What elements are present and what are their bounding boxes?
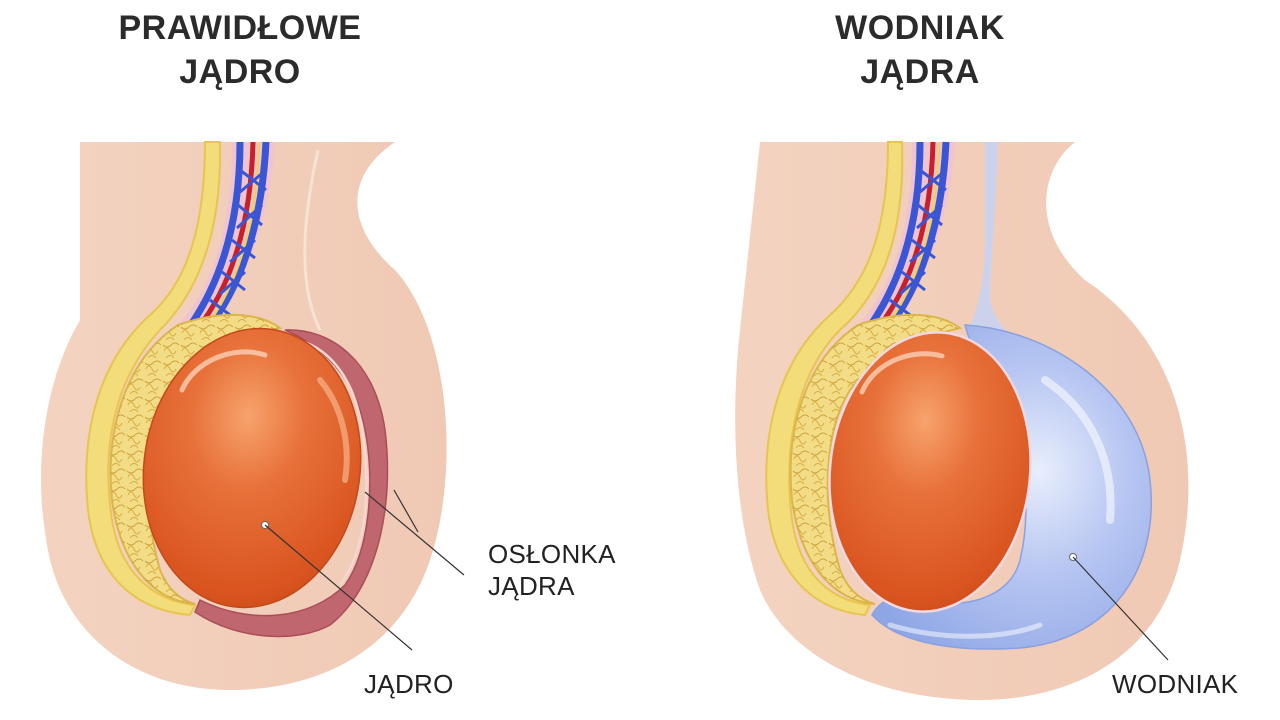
normal-testis-diagram (41, 142, 470, 690)
label-tunica-line1: OSŁONKA (488, 538, 616, 570)
label-testis: JĄDRO (364, 668, 454, 700)
label-hydrocele: WODNIAK (1112, 668, 1238, 700)
label-tunica-vaginalis: OSŁONKA JĄDRA (488, 538, 616, 602)
label-tunica-line2: JĄDRA (488, 570, 616, 602)
hydrocele-diagram (735, 142, 1188, 700)
